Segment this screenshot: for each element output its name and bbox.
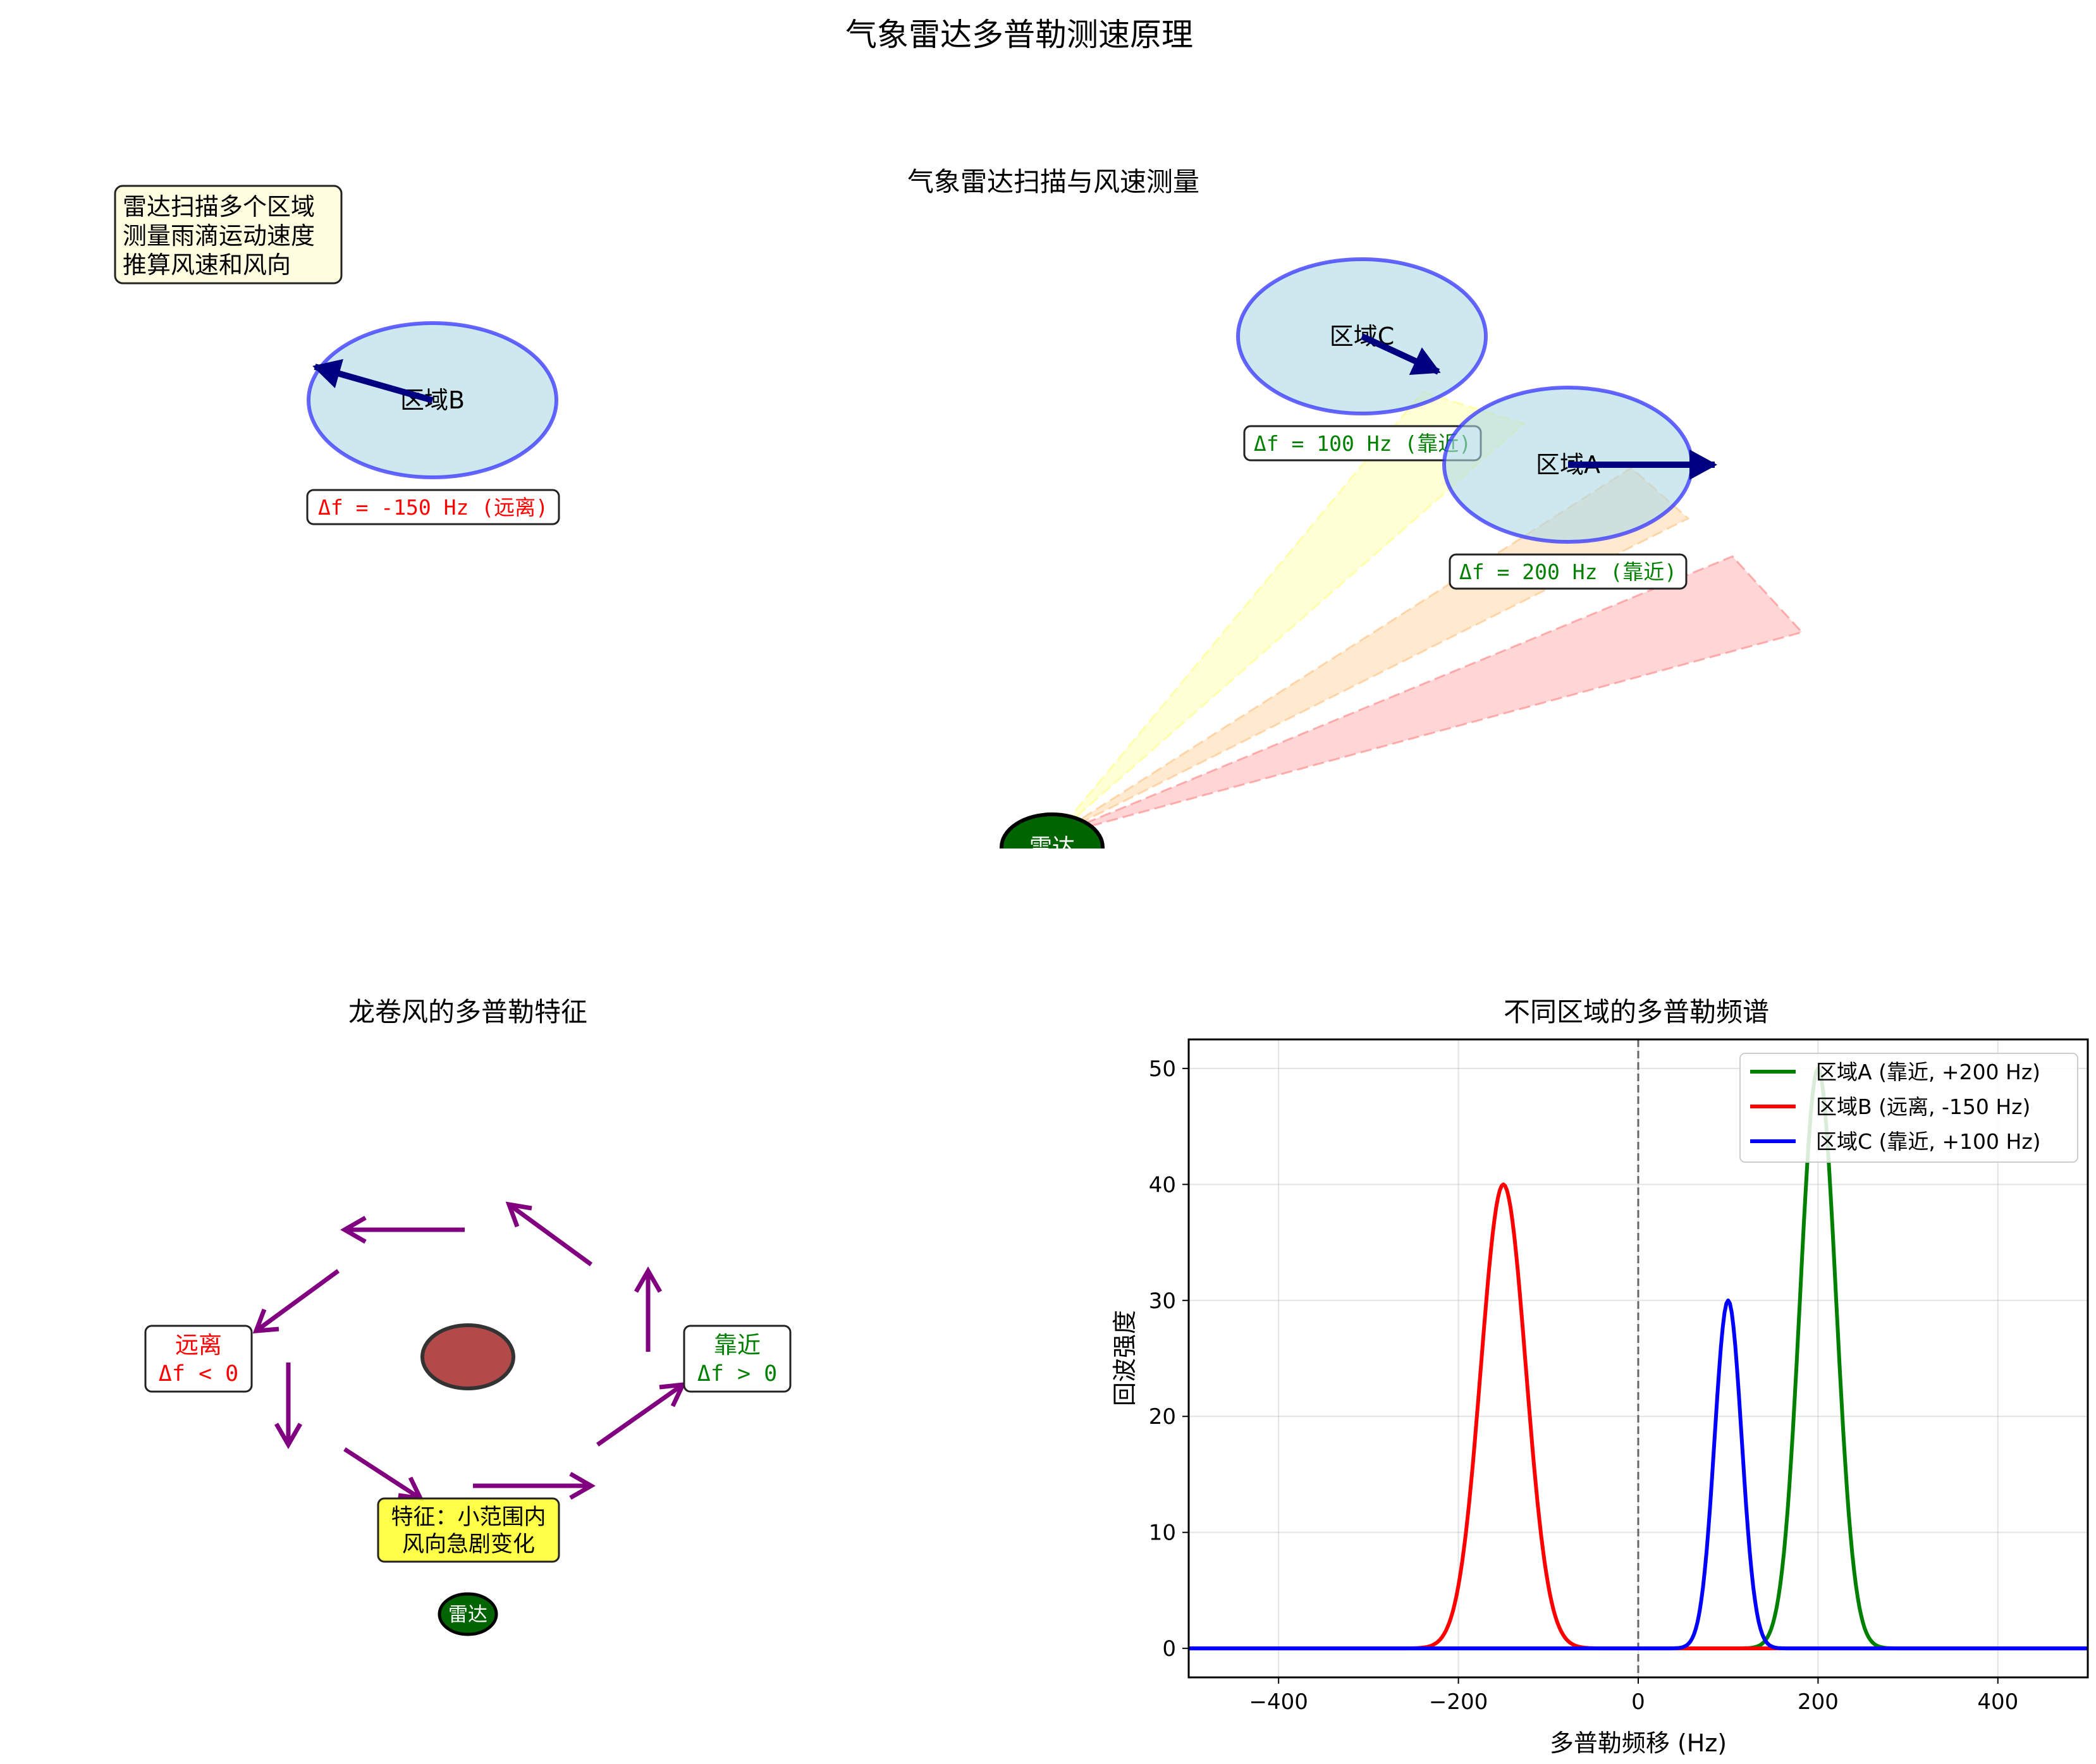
scan-info-box: 雷达扫描多个区域 测量雨滴运动速度 推算风速和风向 bbox=[114, 185, 343, 285]
doppler-spectrum-chart: 不同区域的多普勒频谱 −400 −200 0 200 400 0 10 20 30 40 50 多… bbox=[1111, 996, 2089, 1757]
tornado-away-box: 远离 Δf < 0 bbox=[144, 1325, 253, 1393]
tornado-away-line-2: Δf < 0 bbox=[159, 1361, 238, 1387]
beam-region-a bbox=[1054, 555, 1804, 837]
y-tick-label: 50 bbox=[1149, 1057, 1176, 1082]
x-tick-label: −400 bbox=[1249, 1689, 1308, 1715]
y-tick-label: 20 bbox=[1149, 1404, 1176, 1430]
scan-info-line-3: 推算风速和风向 bbox=[123, 251, 291, 279]
y-tick-label: 30 bbox=[1149, 1289, 1176, 1314]
y-axis-ticks: 0 10 20 30 40 50 bbox=[1149, 1057, 1189, 1662]
legend-entry: 区域B (远离, -150 Hz) bbox=[1816, 1094, 2030, 1119]
tornado-feature-box: 特征：小范围内 风向急剧变化 bbox=[377, 1497, 560, 1563]
rotation-arrow-8 bbox=[252, 1269, 340, 1333]
tornado-feature-line-1: 特征：小范围内 bbox=[391, 1505, 546, 1530]
tornado-radar-label: 雷达 bbox=[448, 1603, 487, 1626]
tornado-core bbox=[420, 1323, 515, 1390]
tornado-feature-line-2: 风向急剧变化 bbox=[402, 1532, 535, 1557]
y-tick-label: 0 bbox=[1162, 1636, 1176, 1662]
region-c-velocity-arrow bbox=[1360, 333, 1441, 375]
x-tick-label: 200 bbox=[1798, 1689, 1839, 1715]
scan-info-line-2: 测量雨滴运动速度 bbox=[123, 222, 315, 250]
scan-radar: 雷达 bbox=[1000, 812, 1105, 861]
legend-frame bbox=[1739, 1053, 2078, 1163]
region-c: 区域C Δf = 100 Hz (靠近) bbox=[1236, 257, 1488, 462]
beam-region-c bbox=[1053, 391, 1526, 837]
chart-series-group bbox=[1188, 1066, 2088, 1651]
scan-radar-label: 雷达 bbox=[1029, 835, 1075, 861]
chart-title: 不同区域的多普勒频谱 bbox=[1504, 996, 1769, 1027]
region-b-velocity-arrow bbox=[312, 358, 434, 403]
tornado-away-line-1: 远离 bbox=[175, 1332, 222, 1359]
y-axis-label: 回波强度 bbox=[1111, 1310, 1139, 1406]
tornado-rotation-arrows bbox=[252, 1201, 687, 1502]
y-tick-label: 40 bbox=[1149, 1172, 1176, 1197]
rotation-arrow-3 bbox=[634, 1266, 663, 1352]
figure-suptitle: 气象雷达多普勒测速原理 bbox=[845, 16, 1193, 53]
rotation-arrow-2 bbox=[505, 1201, 593, 1266]
x-tick-label: 400 bbox=[1977, 1689, 2018, 1715]
rotation-arrow-4 bbox=[596, 1381, 687, 1447]
x-axis-ticks: −400 −200 0 200 400 bbox=[1249, 1677, 2018, 1715]
x-axis-label: 多普勒频移 (Hz) bbox=[1550, 1729, 1727, 1757]
tornado-radar: 雷达 bbox=[438, 1592, 498, 1636]
rotation-arrow-1 bbox=[340, 1215, 465, 1244]
rotation-arrow-6 bbox=[343, 1447, 425, 1502]
panel-radar-scan: 气象雷达扫描与风速测量 雷达扫描多个区域 测量雨滴运动速度 推算风速和风向 区域… bbox=[114, 166, 1804, 861]
y-tick-label: 10 bbox=[1149, 1521, 1176, 1546]
tornado-approach-line-1: 靠近 bbox=[714, 1332, 761, 1359]
tornado-panel-title: 龙卷风的多普勒特征 bbox=[348, 996, 587, 1027]
scan-info-line-1: 雷达扫描多个区域 bbox=[123, 193, 315, 221]
panel-tornado: 龙卷风的多普勒特征 远离 Δf < 0 靠近 Δf > 0 特征：小范围内 风向… bbox=[144, 996, 792, 1636]
region-a: 区域A Δf = 200 Hz (靠近) bbox=[1442, 386, 1717, 590]
rotation-arrow-5 bbox=[473, 1471, 596, 1500]
legend-entry: 区域A (靠近, +200 Hz) bbox=[1816, 1060, 2040, 1084]
region-a-doppler-label: Δf = 200 Hz (靠近) bbox=[1459, 560, 1677, 584]
region-c-doppler-label: Δf = 100 Hz (靠近) bbox=[1254, 431, 1471, 456]
chart-legend: 区域A (靠近, +200 Hz) 区域B (远离, -150 Hz) 区域C (靠… bbox=[1739, 1053, 2078, 1163]
rotation-arrow-7 bbox=[274, 1363, 303, 1450]
x-tick-label: −200 bbox=[1429, 1689, 1488, 1715]
series-line-3 bbox=[1188, 1298, 2088, 1651]
tornado-approach-box: 靠近 Δf > 0 bbox=[683, 1325, 792, 1393]
x-tick-label: 0 bbox=[1631, 1689, 1645, 1715]
region-b-doppler-label: Δf = -150 Hz (远离) bbox=[318, 495, 548, 520]
region-b: 区域B Δf = -150 Hz (远离) bbox=[306, 321, 560, 525]
legend-entry: 区域C (靠近, +100 Hz) bbox=[1816, 1129, 2041, 1154]
scan-panel-title: 气象雷达扫描与风速测量 bbox=[907, 166, 1199, 197]
tornado-approach-line-2: Δf > 0 bbox=[697, 1361, 777, 1387]
